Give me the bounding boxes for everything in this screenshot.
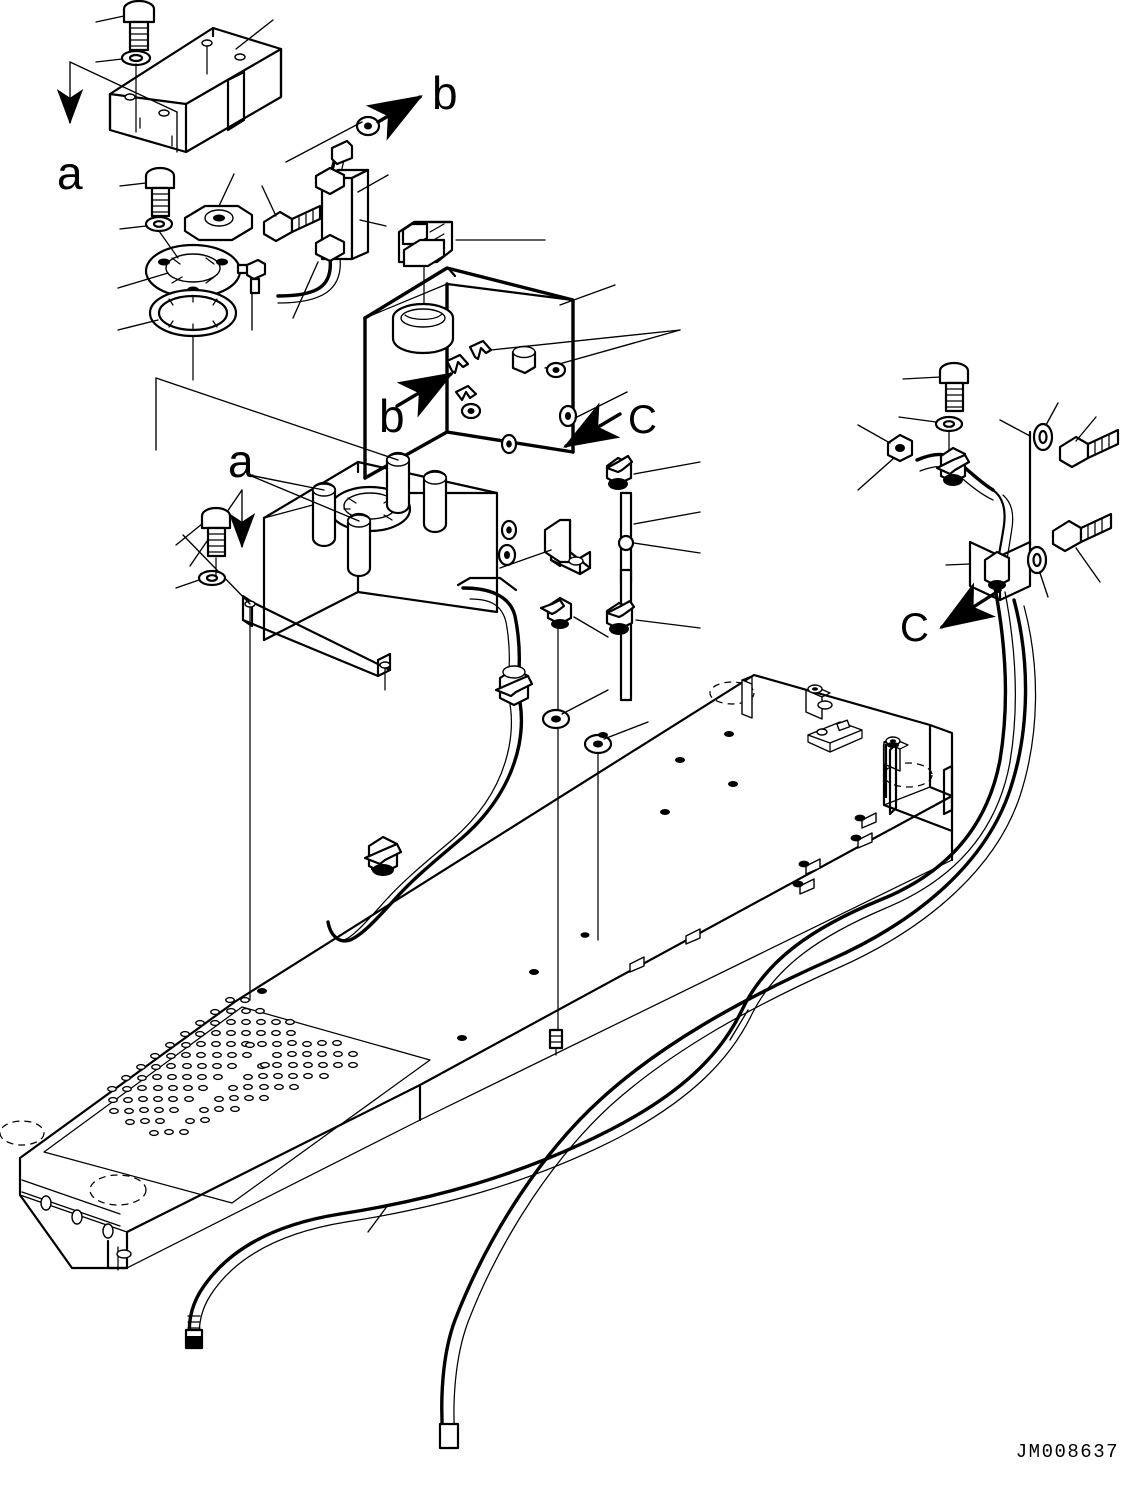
filler-cap	[183, 204, 254, 242]
right-hose-clamp-low	[983, 550, 1011, 590]
flange-bolt	[262, 204, 322, 243]
cover-bolt	[122, 0, 156, 52]
callout-b-lower: b	[379, 390, 405, 442]
step-plate	[0, 996, 431, 1206]
upper-tank-filler-neck	[391, 302, 455, 355]
filler-flange	[144, 243, 260, 299]
callout-a-lower: a	[228, 435, 254, 487]
right-bracket-assembly	[857, 361, 1120, 602]
clamp-bracket	[314, 166, 370, 263]
breather-cap	[397, 220, 454, 268]
gasket-ring	[148, 288, 238, 338]
callout-a-upper: a	[57, 147, 83, 199]
cover-plate-assembly	[95, 0, 283, 154]
callout-c-right: C	[900, 606, 929, 650]
hose-bottom-runs	[184, 586, 1037, 1450]
filler-cap-washer	[144, 215, 174, 233]
callout-a-upper-arrow	[56, 61, 178, 153]
lower-tank-studs	[311, 451, 448, 578]
right-washer-mid	[1032, 422, 1054, 452]
center-tubes	[617, 491, 635, 702]
deck-front-rail	[21, 1179, 132, 1271]
lower-tank-bracket	[241, 594, 392, 678]
upper-tank-fittings	[445, 339, 537, 375]
elbow-fitting	[605, 454, 634, 490]
right-washer-low	[1026, 545, 1048, 575]
left-hose-clamp-upper	[494, 665, 534, 707]
center-tube-assembly	[499, 454, 701, 1031]
filler-bolt	[144, 166, 176, 218]
right-hose-clamp-top	[935, 446, 971, 486]
cover-plate	[108, 26, 283, 154]
level-sensor-plug	[245, 258, 267, 295]
right-bolt-mid	[1058, 428, 1120, 469]
right-bolt-low	[1051, 512, 1113, 553]
drawing-number: JM008637	[1015, 1441, 1119, 1463]
upper-hose-clamp-detail	[276, 95, 423, 319]
right-bolt-top	[938, 361, 970, 413]
center-bracket	[543, 518, 592, 576]
left-hose-clamp-lower	[363, 835, 403, 876]
filler-cap-assembly	[117, 166, 357, 381]
frame-deck	[0, 673, 954, 1271]
deck-holes	[257, 675, 954, 1041]
cover-washer	[120, 49, 152, 67]
lower-tank	[155, 377, 521, 1001]
upper-tank	[363, 266, 681, 541]
center-clamps	[605, 599, 636, 635]
hose-left-run	[326, 665, 534, 943]
right-nut-left	[886, 433, 914, 463]
right-washer-top	[934, 415, 964, 433]
lower-tank-bolt	[200, 506, 232, 558]
lower-tank-washer	[197, 569, 227, 587]
left-clamp-col	[539, 596, 573, 629]
callout-b-upper: b	[432, 67, 458, 119]
callout-c-mid: C	[628, 398, 657, 442]
b-clamp-washer	[355, 115, 381, 137]
